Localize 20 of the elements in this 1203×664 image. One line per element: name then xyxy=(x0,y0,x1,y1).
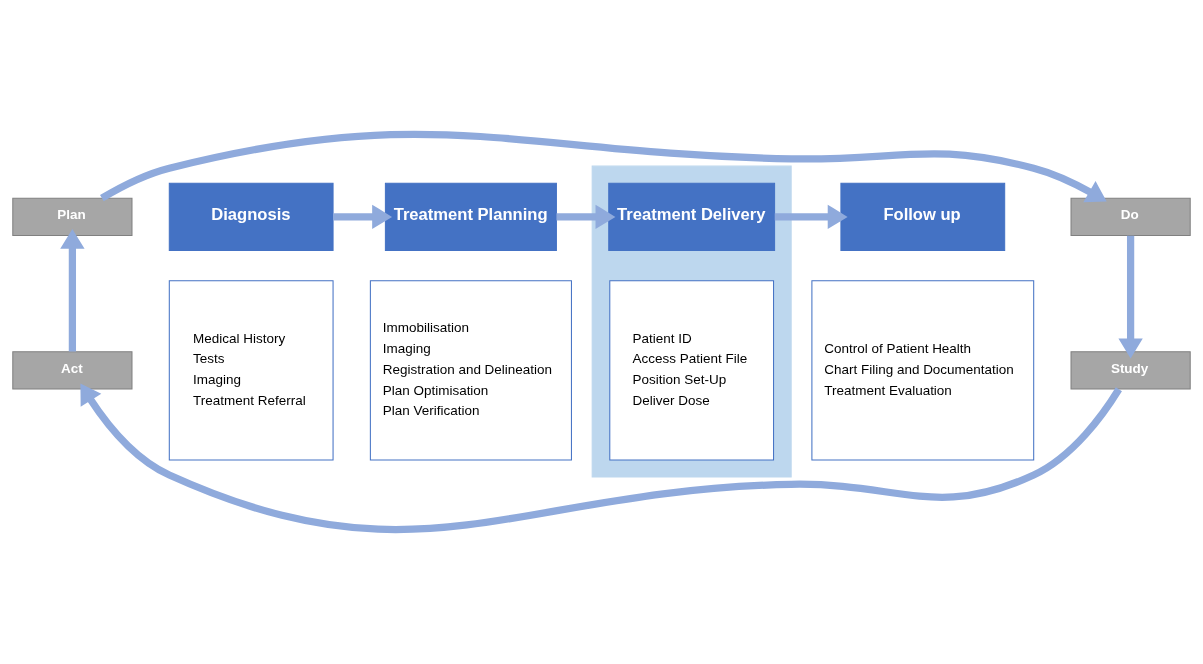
arrow xyxy=(774,204,848,230)
arrow xyxy=(100,130,1107,203)
node-box: Do xyxy=(1070,197,1191,237)
node-box: Patient ID Access Patient File Position Set-Up Deliver Dose xyxy=(609,280,775,461)
arrow xyxy=(556,204,616,230)
node-box: Study xyxy=(1070,351,1191,390)
arrow xyxy=(60,228,85,352)
node-box: Medical History Tests Imaging Treatment Referral xyxy=(168,280,334,461)
node-box: Act xyxy=(12,351,133,390)
node-box: Treatment Delivery xyxy=(608,182,776,252)
node-box: Plan xyxy=(12,197,133,237)
arrow xyxy=(333,204,393,230)
node-box: Treatment Planning xyxy=(384,182,557,252)
node-box: Control of Patient Health Chart Filing and Documentation Treatment Evaluation xyxy=(811,280,1035,461)
cluster xyxy=(591,165,792,478)
node-box: Diagnosis xyxy=(168,182,334,252)
arrow xyxy=(80,383,1122,533)
node-box: Follow up xyxy=(840,182,1006,252)
node-box: Immobilisation Imaging Registration and Delineation Plan Optimisation Plan Verification xyxy=(369,280,572,461)
arrow xyxy=(1118,235,1143,359)
